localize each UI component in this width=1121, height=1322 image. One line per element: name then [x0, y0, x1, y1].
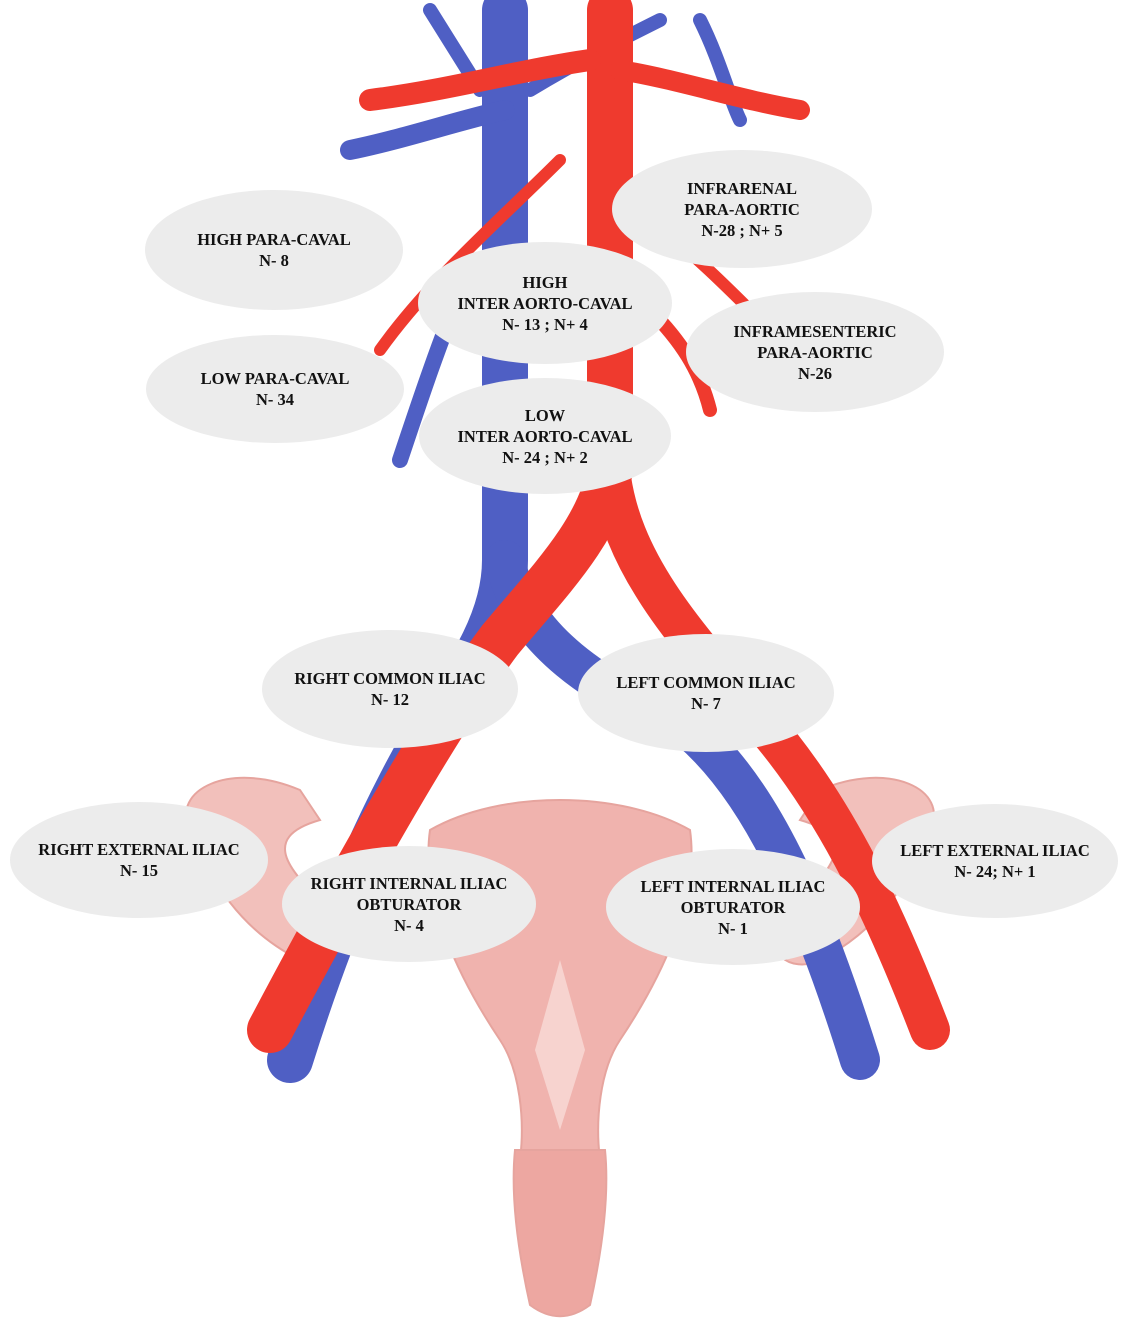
label-line: RIGHT COMMON ILIAC: [294, 668, 485, 689]
label-line: OBTURATOR: [357, 894, 462, 915]
label-line: N- 7: [691, 693, 721, 714]
label-line: OBTURATOR: [681, 897, 786, 918]
label-line: N- 24; N+ 1: [954, 861, 1035, 882]
label-line: PARA-AORTIC: [757, 342, 873, 363]
node-left-internal-iliac-obturator: LEFT INTERNAL ILIAC OBTURATOR N- 1: [606, 849, 860, 965]
node-right-external-iliac: RIGHT EXTERNAL ILIAC N- 15: [10, 802, 268, 918]
label-line: INFRARENAL: [687, 178, 797, 199]
node-high-inter-aorto-caval: HIGH INTER AORTO-CAVAL N- 13 ; N+ 4: [418, 242, 672, 364]
node-low-para-caval: LOW PARA-CAVAL N- 34: [146, 335, 404, 443]
label-line: RIGHT EXTERNAL ILIAC: [38, 839, 239, 860]
label-line: INTER AORTO-CAVAL: [457, 293, 632, 314]
node-high-para-caval: HIGH PARA-CAVAL N- 8: [145, 190, 403, 310]
node-right-common-iliac: RIGHT COMMON ILIAC N- 12: [262, 630, 518, 748]
label-line: LEFT COMMON ILIAC: [616, 672, 795, 693]
node-infrarenal-para-aortic: INFRARENAL PARA-AORTIC N-28 ; N+ 5: [612, 150, 872, 268]
node-right-internal-iliac-obturator: RIGHT INTERNAL ILIAC OBTURATOR N- 4: [282, 846, 536, 962]
label-line: N-26: [798, 363, 832, 384]
label-line: LEFT INTERNAL ILIAC: [641, 876, 826, 897]
node-low-inter-aorto-caval: LOW INTER AORTO-CAVAL N- 24 ; N+ 2: [419, 378, 671, 494]
label-line: LOW: [525, 405, 565, 426]
label-line: LEFT EXTERNAL ILIAC: [900, 840, 1090, 861]
label-line: PARA-AORTIC: [684, 199, 800, 220]
label-line: HIGH PARA-CAVAL: [197, 229, 351, 250]
label-line: N- 8: [259, 250, 289, 271]
label-line: N- 24 ; N+ 2: [502, 447, 587, 468]
label-line: INFRAMESENTERIC: [733, 321, 896, 342]
label-line: RIGHT INTERNAL ILIAC: [311, 873, 508, 894]
label-line: N- 15: [120, 860, 158, 881]
label-line: N- 4: [394, 915, 424, 936]
node-left-external-iliac: LEFT EXTERNAL ILIAC N- 24; N+ 1: [872, 804, 1118, 918]
label-line: INTER AORTO-CAVAL: [457, 426, 632, 447]
node-inframesenteric-para-aortic: INFRAMESENTERIC PARA-AORTIC N-26: [686, 292, 944, 412]
node-left-common-iliac: LEFT COMMON ILIAC N- 7: [578, 634, 834, 752]
label-line: N- 34: [256, 389, 294, 410]
label-line: N-28 ; N+ 5: [701, 220, 782, 241]
label-line: HIGH: [523, 272, 568, 293]
label-line: LOW PARA-CAVAL: [201, 368, 350, 389]
label-line: N- 12: [371, 689, 409, 710]
label-line: N- 13 ; N+ 4: [502, 314, 587, 335]
label-line: N- 1: [718, 918, 748, 939]
